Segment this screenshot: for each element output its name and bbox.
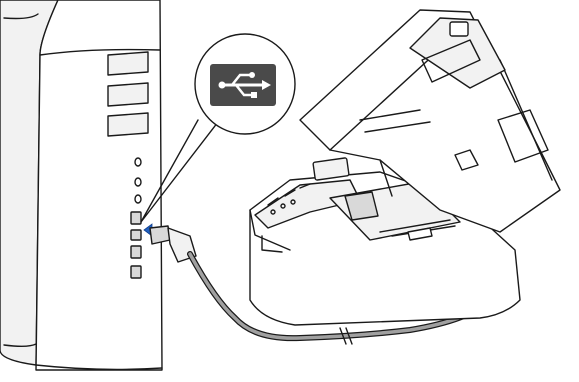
usb-callout: [195, 34, 295, 134]
usb-symbol-icon: [210, 64, 276, 106]
computer-tower: [0, 0, 218, 370]
printer: [250, 10, 560, 325]
